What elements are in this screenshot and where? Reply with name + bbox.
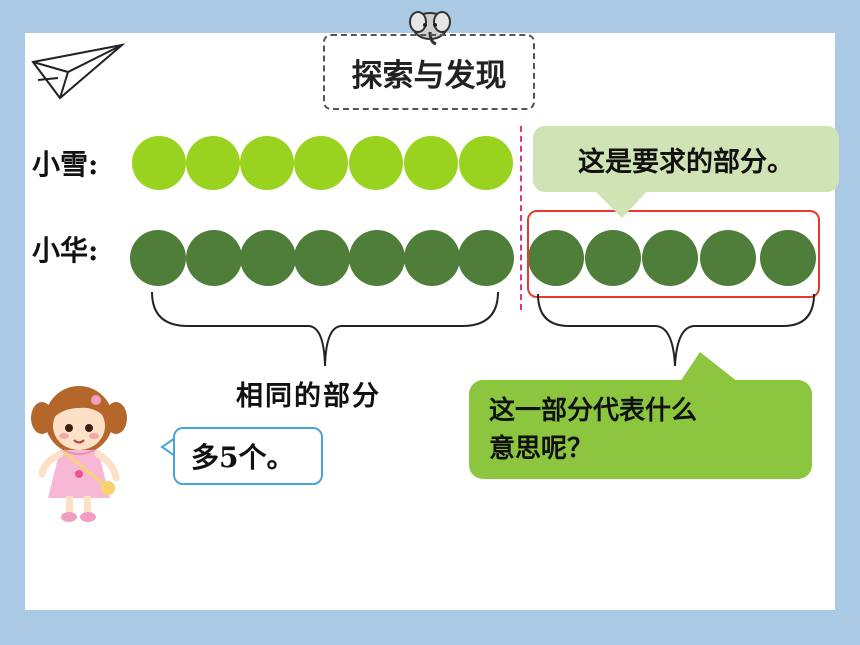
- dark-dot: [760, 230, 816, 286]
- dark-dot: [130, 230, 186, 286]
- divider-line: [520, 126, 522, 310]
- girl-illustration: [31, 386, 127, 522]
- dark-dot: [240, 230, 296, 286]
- dark-dot: [458, 230, 514, 286]
- dark-dot: [294, 230, 350, 286]
- dark-dot: [585, 230, 641, 286]
- dark-dot: [349, 230, 405, 286]
- question-line-1: 这一部分代表什么: [489, 396, 698, 426]
- light-dot: [404, 136, 458, 190]
- light-dot: [294, 136, 348, 190]
- callout-tail: [592, 188, 650, 218]
- dark-dot: [528, 230, 584, 286]
- page-title: 探索与发现: [323, 34, 535, 110]
- dark-dot: [700, 230, 756, 286]
- paper-plane-icon: [31, 43, 125, 100]
- light-dot: [240, 136, 294, 190]
- question-callout-tail: [680, 352, 738, 382]
- light-dot: [132, 136, 186, 190]
- row-label-xiaohua: 小华:: [32, 234, 99, 267]
- light-dot: [349, 136, 403, 190]
- same-part-brace: [151, 291, 499, 367]
- required-part-callout: 这是要求的部分。: [533, 126, 839, 192]
- light-dot: [459, 136, 513, 190]
- girl-speech-bubble: 多5个。: [173, 427, 323, 485]
- question-callout: 这一部分代表什么 意思呢？: [469, 380, 812, 479]
- row-label-xiaoxue: 小雪:: [32, 148, 99, 181]
- dark-dot: [642, 230, 698, 286]
- dark-dot: [186, 230, 242, 286]
- elephant-icon: [409, 11, 451, 46]
- dark-dot: [404, 230, 460, 286]
- extra-part-brace: [537, 293, 815, 367]
- highlight-box: [527, 210, 820, 298]
- light-dot: [186, 136, 240, 190]
- question-line-2: 意思呢？: [489, 434, 594, 464]
- same-part-label: 相同的部分: [236, 381, 381, 412]
